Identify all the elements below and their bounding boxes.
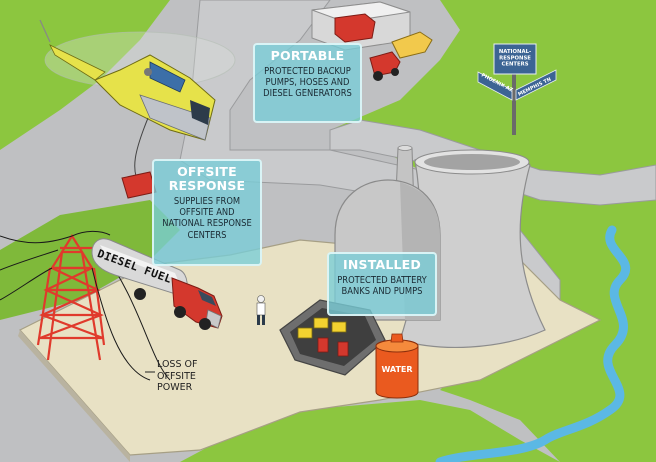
battery-1: [313, 317, 329, 329]
callout-portable-desc: PROTECTED BACKUP PUMPS, HOSES AND DIESEL…: [263, 66, 352, 100]
callout-offsite: OFFSITE RESPONSE SUPPLIES FROM OFFSITE A…: [152, 159, 262, 266]
helicopter-tail: [49, 44, 106, 81]
callout-portable: PORTABLE PROTECTED BACKUP PUMPS, HOSES A…: [253, 43, 362, 123]
callout-installed-title: INSTALLED: [343, 257, 421, 272]
truck-windshield: [198, 290, 216, 306]
cooling-tower-opening: [424, 154, 520, 170]
tanker-wheel: [134, 288, 146, 300]
tractor-wheel-left: [373, 71, 383, 81]
river: [435, 225, 631, 462]
rotor-hub: [144, 68, 152, 76]
bunker-floor: [290, 308, 376, 366]
callout-offsite-title: OFFSITE RESPONSE: [168, 164, 246, 193]
signpost-arrow-right: [515, 69, 557, 101]
signpost-arrow-left: [477, 71, 513, 101]
helicopter-belly: [139, 94, 211, 141]
grass-upper-right: [330, 0, 656, 462]
portable-generator: [334, 13, 376, 43]
callout-installed-desc: PROTECTED BATTERY BANKS AND PUMPS: [337, 275, 427, 298]
tractor-wheel-right: [391, 68, 399, 76]
site-pad-edge: [18, 330, 130, 462]
portable-pump-trailer: [391, 31, 433, 59]
site-worker: [256, 295, 266, 325]
loss-of-power-label: LOSS OF OFFSITE POWER: [157, 359, 198, 393]
pump-1: [317, 337, 329, 353]
truck-wheel-front: [199, 318, 211, 330]
callout-offsite-desc: SUPPLIES FROM OFFSITE AND NATIONAL RESPO…: [162, 196, 252, 241]
truck-wheel-rear: [174, 306, 186, 318]
grass-lower: [180, 400, 560, 462]
power-pylon: [36, 233, 106, 361]
stack-top: [397, 145, 413, 151]
signpost-board: [493, 43, 537, 75]
pump-2: [337, 341, 349, 357]
callout-installed: INSTALLED PROTECTED BATTERY BANKS AND PU…: [327, 252, 437, 316]
helicopter: [39, 19, 236, 199]
equipment-shed-roof: [311, 1, 411, 23]
callout-portable-title: PORTABLE: [270, 48, 345, 63]
water-tank-cap: [390, 333, 404, 343]
battery-3: [297, 327, 313, 339]
water-tank-label: WATER: [381, 365, 412, 374]
grass-upper-left: [0, 0, 170, 150]
tail-rotor: [39, 19, 51, 43]
helicopter-cockpit-window: [190, 100, 210, 125]
fuel-tanker-highlight: [100, 245, 178, 280]
battery-2: [331, 321, 347, 333]
signpost-pole: [512, 55, 516, 135]
